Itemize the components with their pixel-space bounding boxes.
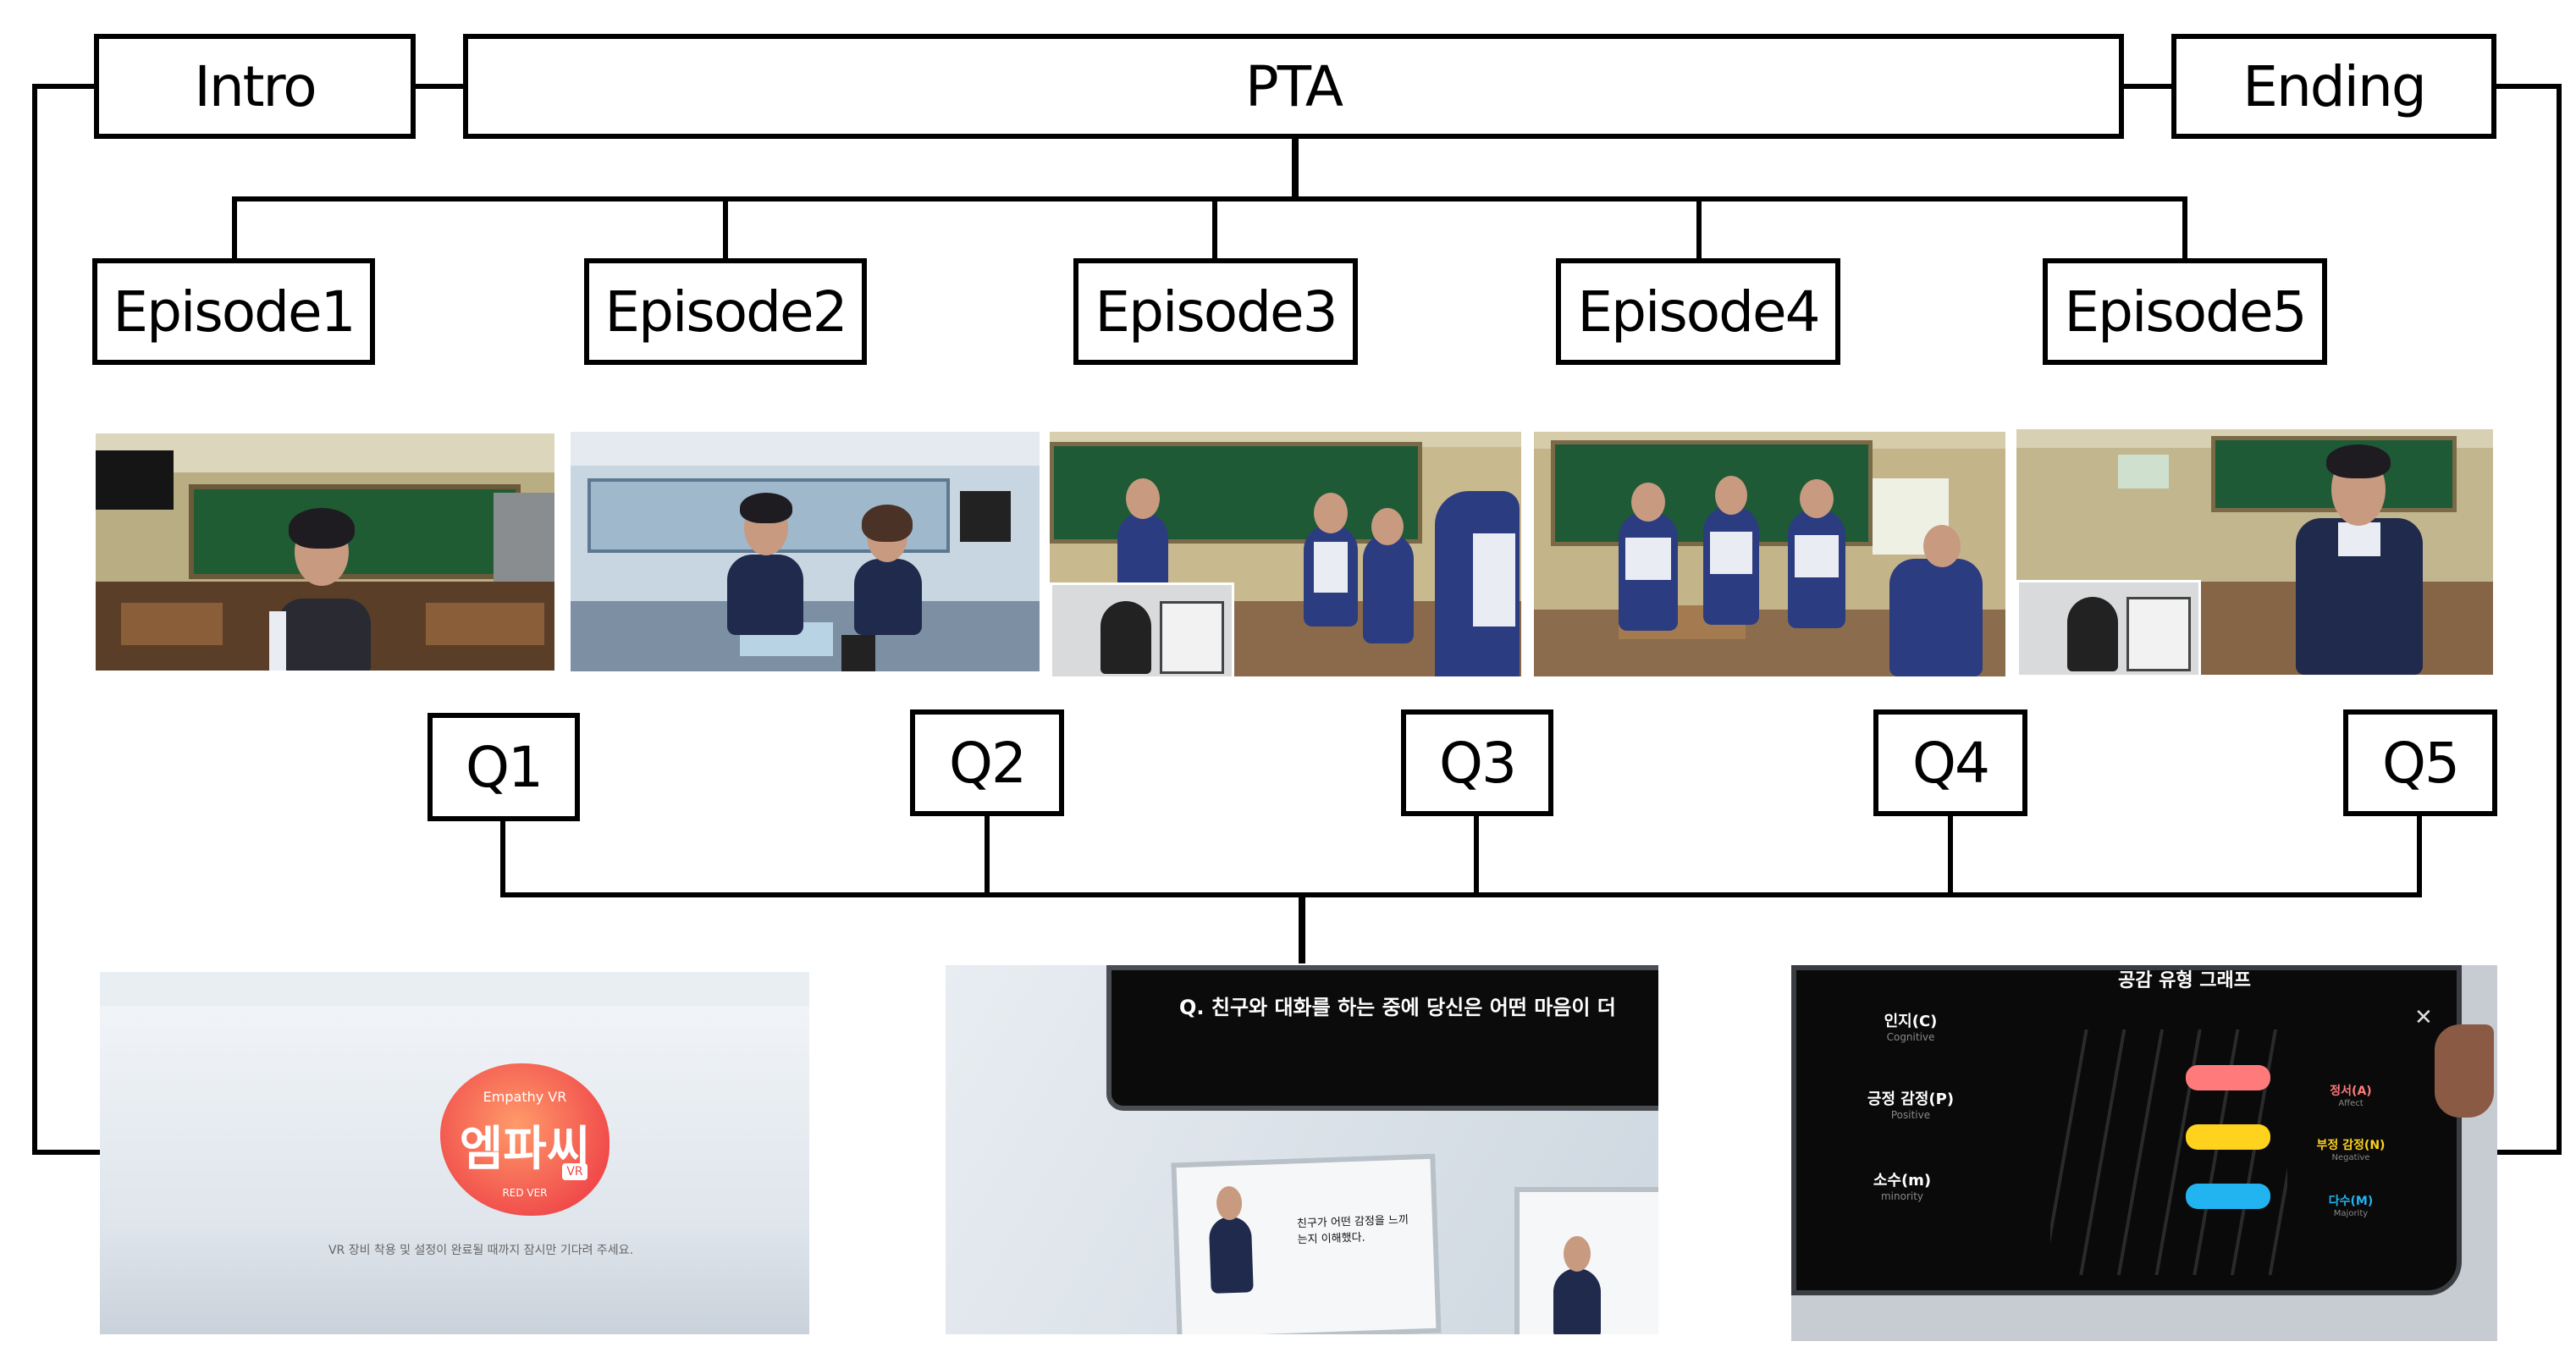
intro-logo: Empathy VR 엠파씨 VR RED VER	[440, 1063, 610, 1216]
graph-bar-1	[2186, 1065, 2270, 1090]
graph-panel: 공감 유형 그래프 ✕ 인지(C) Cognitive 긍정 감정(P) Pos…	[1791, 965, 2462, 1295]
episode5-drop	[2182, 196, 2187, 262]
q2-box: Q2	[910, 709, 1064, 816]
left-label-3: 소수(m) minority	[1873, 1172, 1932, 1202]
episode5-screenshot	[2016, 429, 2493, 675]
episode2-label: Episode2	[604, 279, 847, 345]
logo-small-text: Empathy VR	[483, 1089, 567, 1105]
q2-label: Q2	[949, 730, 1027, 796]
episode2-screenshot	[571, 432, 1040, 671]
episode1-label: Episode1	[113, 279, 356, 345]
episode3-drop	[1212, 196, 1217, 262]
q3-drop	[1474, 811, 1479, 897]
pta-ending-link	[2120, 84, 2176, 89]
vr-hand	[2435, 1024, 2494, 1118]
episode4-box: Episode4	[1556, 258, 1840, 365]
q3-box: Q3	[1401, 709, 1553, 816]
episode4-screenshot	[1534, 432, 2005, 676]
episode1-screenshot	[96, 433, 554, 671]
ending-box: Ending	[2171, 34, 2496, 139]
q1-drop	[500, 817, 505, 897]
episode4-drop	[1696, 196, 1702, 262]
episode1-drop	[232, 196, 237, 262]
episode5-label: Episode5	[2064, 279, 2307, 345]
outer-loop-left-vertical	[32, 84, 37, 1155]
q2-drop	[985, 811, 990, 897]
graph-bar-3	[2186, 1184, 2270, 1209]
q4-box: Q4	[1873, 709, 2027, 816]
episode2-drop	[723, 196, 728, 262]
graph-bar-2	[2186, 1124, 2270, 1150]
intro-screenshot: Empathy VR 엠파씨 VR RED VER VR 장비 착용 및 설정이…	[100, 972, 809, 1334]
outer-loop-right-bottom	[2497, 1150, 2562, 1155]
intro-message: VR 장비 착용 및 설정이 완료될 때까지 잠시만 기다려 주세요.	[328, 1244, 634, 1257]
episode3-screenshot	[1050, 432, 1521, 676]
q5-drop	[2417, 811, 2422, 897]
pta-box: PTA	[463, 34, 2124, 139]
episode1-box: Episode1	[92, 258, 375, 365]
graph-title: 공감 유형 그래프	[2118, 970, 2251, 991]
episode2-box: Episode2	[584, 258, 867, 365]
outer-loop-right-vertical	[2557, 84, 2562, 1155]
q5-label: Q5	[2382, 730, 2460, 796]
answer-card-1[interactable]: 친구가 어떤 감정을 느끼는지 이해했다.	[1171, 1153, 1442, 1334]
question-panel: Q. 친구와 대화를 하는 중에 당신은 어떤 마음이 더	[1106, 965, 1658, 1111]
q3-label: Q3	[1439, 730, 1517, 796]
episode5-box: Episode5	[2043, 258, 2327, 365]
question-trunk	[1299, 892, 1305, 963]
ending-label: Ending	[2242, 53, 2426, 119]
question-text: Q. 친구와 대화를 하는 중에 당신은 어떤 마음이 더	[1179, 996, 1616, 1019]
close-icon[interactable]: ✕	[2414, 1004, 2433, 1030]
episode3-box: Episode3	[1073, 258, 1358, 365]
right-label-2: 부정 감정(N) Negative	[2316, 1139, 2386, 1162]
outer-loop-right-top	[2492, 84, 2562, 89]
left-label-1: 인지(C) Cognitive	[1884, 1013, 1938, 1043]
outer-loop-left-top	[32, 84, 98, 89]
q4-drop	[1948, 811, 1953, 897]
intro-box: Intro	[94, 34, 416, 139]
outer-loop-left-bottom	[32, 1150, 100, 1155]
logo-sub-text: RED VER	[502, 1187, 548, 1199]
pta-label: PTA	[1244, 53, 1343, 119]
right-label-1: 정서(A) Affect	[2330, 1085, 2372, 1108]
logo-vr-badge: VR	[562, 1163, 587, 1180]
question-bus	[500, 892, 2422, 897]
episode3-label: Episode3	[1095, 279, 1338, 345]
right-label-3: 다수(M) Majority	[2328, 1195, 2374, 1218]
q5-box: Q5	[2343, 709, 2497, 816]
ending-screenshot: 공감 유형 그래프 ✕ 인지(C) Cognitive 긍정 감정(P) Pos…	[1791, 965, 2497, 1341]
q1-label: Q1	[466, 734, 543, 800]
answer-card-2[interactable]	[1514, 1187, 1658, 1334]
episode4-label: Episode4	[1577, 279, 1820, 345]
q4-label: Q4	[1912, 730, 1990, 796]
q1-box: Q1	[427, 713, 580, 821]
answer-card-text: 친구가 어떤 감정을 느끼는지 이해했다.	[1296, 1213, 1409, 1247]
question-screenshot: Q. 친구와 대화를 하는 중에 당신은 어떤 마음이 더 친구가 어떤 감정을…	[946, 965, 1658, 1334]
episode-bus	[232, 196, 2187, 201]
intro-pta-link	[411, 84, 467, 89]
left-label-2: 긍정 감정(P) Positive	[1867, 1090, 1955, 1121]
pta-trunk	[1292, 137, 1299, 198]
intro-label: Intro	[194, 53, 317, 119]
